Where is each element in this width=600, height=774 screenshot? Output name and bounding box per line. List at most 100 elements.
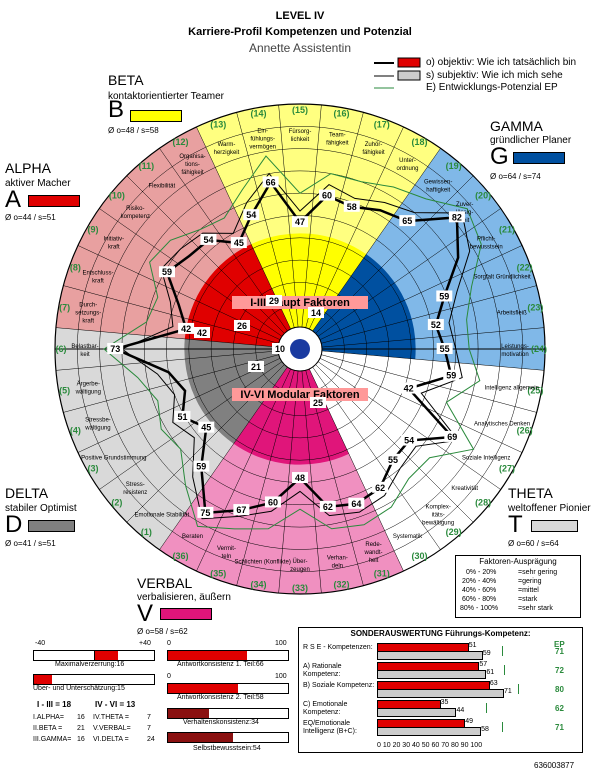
competency-number: (2) (111, 498, 122, 508)
value-label: 52 (431, 320, 441, 330)
center-value: 10 (275, 344, 285, 354)
competency-label: Stress- (126, 482, 145, 488)
sonder-ep-marker (501, 722, 503, 732)
beta-desc: kontaktorientierter Teamer (108, 91, 224, 102)
competency-label: Gewissen- (424, 179, 452, 185)
value-label: 59 (439, 291, 449, 301)
max-bar-fill (94, 651, 118, 660)
grid-spoke (99, 208, 283, 337)
competency-number: (20) (475, 190, 491, 200)
competency-number: (15) (292, 105, 308, 115)
verbal-name: VERBAL (137, 575, 193, 591)
max-left: -40 (35, 640, 46, 647)
series-potential (103, 155, 482, 530)
competency-label: Belastbar- (71, 344, 98, 350)
beta-swatch (130, 110, 182, 122)
competency-number: (11) (139, 161, 155, 171)
center-value-box (310, 397, 326, 408)
max-right: +40 (139, 640, 151, 647)
scale-hundred: 100 (275, 640, 287, 647)
competency-label: heit (369, 558, 379, 564)
competency-label: vermögen (249, 144, 276, 150)
grid-spoke (77, 358, 281, 453)
max-label: Maximalverzerrung:16 (55, 661, 125, 668)
value-label: 45 (234, 238, 244, 248)
sonder-axis: 0 10 20 30 40 50 60 70 80 90 100 (377, 742, 483, 749)
competency-label: Fürsorg- (289, 129, 312, 135)
competency-number: (21) (499, 225, 515, 235)
center-value: 42 (197, 328, 207, 338)
value-box (401, 434, 418, 446)
sonder-value-objective: 51 (468, 642, 477, 649)
sonder-row-label: A) Rationale Kompetenz: (303, 663, 342, 678)
alpha-name: ALPHA (5, 160, 51, 176)
verbal-letter: V (137, 600, 154, 627)
grid-spoke (319, 358, 523, 453)
competency-label: Positive Grundstimmung (81, 456, 146, 462)
value-box (193, 460, 210, 472)
competency-label: kraft (108, 245, 120, 251)
max-bar-zero (94, 651, 95, 660)
sum-left: I - III = 18 (37, 700, 72, 709)
grid-spoke (317, 208, 501, 337)
grid-spoke (309, 126, 404, 330)
sonder-bar-subjective (377, 670, 487, 679)
sonder-bar-subjective (377, 708, 457, 717)
sonder-ep-marker (503, 665, 505, 675)
ak1-label: Antwortkonsistenz 1. Teil:66 (177, 661, 264, 668)
value-label: 42 (404, 384, 414, 394)
sonder-value-subjective: 59 (482, 650, 491, 657)
grid-spoke (278, 104, 299, 328)
over-bar (33, 674, 155, 685)
competency-label: Zuhör- (365, 142, 383, 148)
page-title: Karriere-Profil Kompetenzen und Potenzia… (188, 26, 412, 38)
over-bar-fill (34, 675, 52, 684)
competency-label: Kreativität (451, 486, 478, 492)
beta-sector (196, 103, 441, 331)
value-label: 55 (440, 344, 450, 354)
delta-letter: D (5, 511, 23, 538)
ak2-bar (167, 683, 289, 694)
competency-number: (19) (446, 161, 462, 171)
competency-label: Intelligenz allgemein (485, 385, 539, 391)
consistency-panel: -40 +40 Maximalverzerrung:16 Über- und U… (33, 640, 293, 765)
value-box (262, 176, 279, 188)
competency-label: Beraten (182, 534, 203, 540)
series-subjective (120, 172, 471, 520)
competency-number: (1) (141, 527, 152, 537)
theta-avg: Ø o=60 / s=64 (508, 539, 559, 548)
value-label: 42 (181, 324, 191, 334)
value-label: 73 (110, 344, 120, 354)
verbal-swatch (160, 608, 212, 620)
center-value: 26 (237, 321, 247, 331)
delta-swatch (28, 520, 75, 532)
competency-number: (14) (250, 109, 266, 119)
competency-label: Organisa- (179, 154, 205, 160)
value-box (427, 319, 444, 331)
beta-name: BETA (108, 72, 144, 88)
value-label: 59 (196, 462, 206, 472)
competency-label: Soziale Intelligenz (462, 456, 510, 462)
ep-header: EP (554, 640, 565, 649)
competency-label: haftigkeit (426, 187, 450, 193)
factor-value: 16 (77, 714, 85, 721)
theta-letter: T (508, 511, 523, 538)
modular-factors-label-bg (232, 388, 368, 401)
competency-label: Risiko- (126, 206, 144, 212)
center-value: 29 (269, 296, 279, 306)
value-box (233, 504, 250, 516)
value-box (243, 209, 260, 221)
factor-name: III.GAMMA= (33, 736, 72, 743)
competency-number: (3) (88, 464, 99, 474)
verbal-desc: verbalisieren, äußern (137, 592, 231, 603)
alpha-letter: A (5, 186, 22, 213)
competency-label: Ärgerbe- (77, 380, 100, 387)
competency-label: Ein- (257, 128, 268, 134)
over-label: Über- und Unterschätzung:15 (33, 685, 125, 692)
competency-number: (9) (88, 225, 99, 235)
faktoren-range: 40% - 60% (462, 587, 497, 594)
value-label: 60 (268, 497, 278, 507)
sonder-value-ep: 72 (555, 666, 564, 675)
competency-number: (28) (475, 498, 491, 508)
